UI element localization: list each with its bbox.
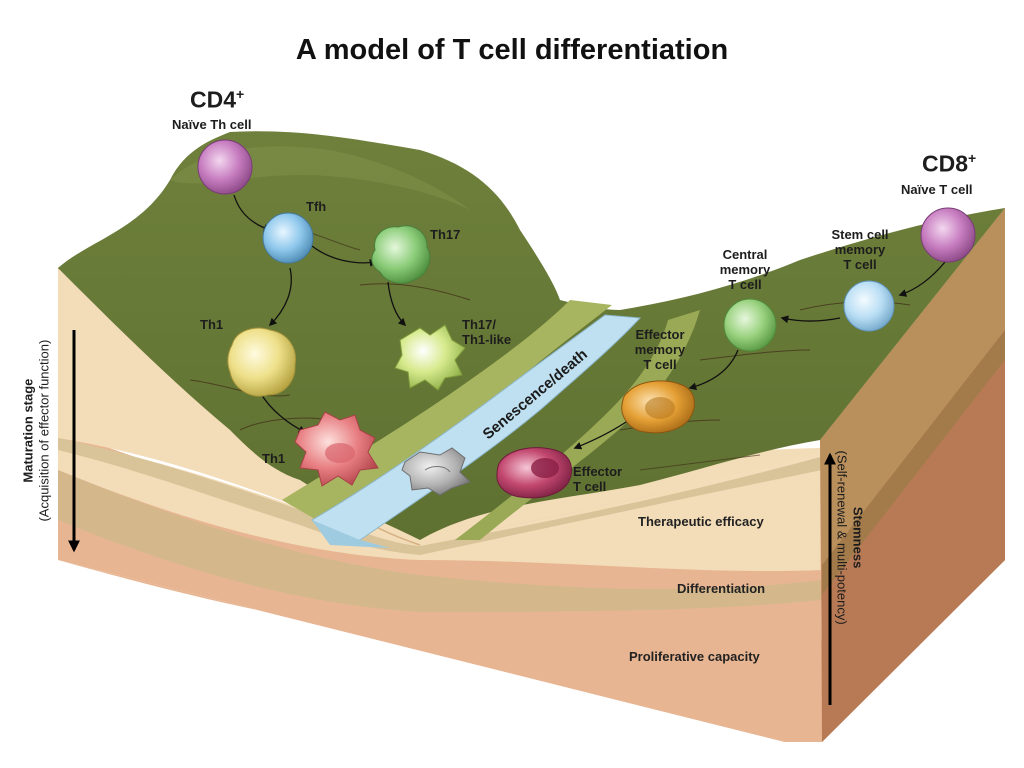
effector-label: Effector T cell bbox=[573, 464, 623, 495]
cd8-naive-label: Naïve T cell bbox=[901, 182, 973, 197]
layer-proliferative-label: Proliferative capacity bbox=[629, 649, 760, 664]
effector-memory-label: Effector memory T cell bbox=[625, 327, 695, 373]
arrow-tfh-to-th1 bbox=[268, 267, 292, 327]
cell-tfh bbox=[262, 212, 314, 264]
cell-naive-t bbox=[920, 207, 976, 263]
right-axis-line2: (Self-renewal & multi-potency) bbox=[835, 450, 850, 625]
central-memory-label: Central memory T cell bbox=[710, 247, 780, 293]
cd8-header-sup: + bbox=[968, 150, 977, 166]
cell-th17-th1-like bbox=[394, 324, 466, 391]
left-axis-line1: Maturation stage bbox=[20, 378, 36, 483]
stem-line2: memory bbox=[834, 241, 886, 257]
cell-dead bbox=[401, 447, 471, 496]
cell-th17 bbox=[371, 225, 431, 284]
cell-stem-memory bbox=[843, 280, 895, 332]
soil-side-face bbox=[820, 208, 1005, 742]
cd8-header: CD8+ bbox=[922, 150, 976, 177]
th17-th1-like-label: Th17/ Th1-like bbox=[462, 317, 512, 348]
left-axis-line2: (Acquisition of effector function) bbox=[36, 339, 51, 522]
cd4-header-text: CD4 bbox=[190, 86, 237, 113]
page-title: A model of T cell differentiation bbox=[295, 34, 729, 66]
effector-memory-line1: Effector bbox=[635, 327, 685, 342]
cell-effector-memory bbox=[621, 380, 695, 434]
tfh-label: Tfh bbox=[306, 199, 327, 214]
right-axis-line1: Stemness bbox=[850, 506, 866, 569]
layer-therapeutic-label: Therapeutic efficacy bbox=[638, 514, 764, 529]
cd4-naive-label: Naïve Th cell bbox=[172, 117, 252, 132]
cd8-header-text: CD8 bbox=[922, 150, 969, 177]
cell-effector bbox=[496, 447, 572, 499]
th1-lower-label: Th1 bbox=[262, 451, 286, 466]
cell-central-memory bbox=[723, 298, 777, 352]
cd4-header: CD4+ bbox=[190, 86, 244, 113]
th1-upper-label: Th1 bbox=[200, 317, 224, 332]
left-axis-label: Maturation stage (Acquisition of effecto… bbox=[20, 301, 51, 561]
effector-line1: Effector bbox=[573, 464, 623, 479]
stem-line1: Stem cell bbox=[831, 227, 889, 242]
arrow-th17-to-th17like bbox=[387, 281, 407, 327]
cell-naive-th bbox=[197, 139, 253, 195]
stem-line3: T cell bbox=[843, 256, 877, 272]
stem-memory-label: Stem cell memory T cell bbox=[820, 227, 900, 273]
arrow-naive-cd8-to-stem bbox=[898, 261, 946, 297]
cell-th1-effector bbox=[294, 411, 379, 487]
right-axis-label: Stemness (Self-renewal & multi-potency) bbox=[834, 413, 866, 663]
central-line3: T cell bbox=[728, 276, 762, 292]
layer-differentiation-label: Differentiation bbox=[677, 581, 766, 596]
cell-th1-upper bbox=[227, 327, 297, 397]
th17-th1-like-line1: Th17/ bbox=[462, 317, 496, 332]
th17-th1-like-line2: Th1-like bbox=[462, 331, 512, 347]
th17-label: Th17 bbox=[430, 227, 461, 242]
effector-line2: T cell bbox=[573, 478, 607, 494]
central-line2: memory bbox=[719, 261, 771, 277]
effector-memory-line2: memory bbox=[634, 341, 686, 357]
cd4-header-sup: + bbox=[236, 86, 245, 102]
arrow-stem-to-central bbox=[780, 315, 841, 324]
central-line1: Central bbox=[722, 247, 768, 262]
arrow-tfh-to-th17 bbox=[311, 245, 378, 267]
effector-memory-line3: T cell bbox=[643, 356, 677, 372]
arrow-central-to-effector-memory bbox=[688, 349, 739, 391]
